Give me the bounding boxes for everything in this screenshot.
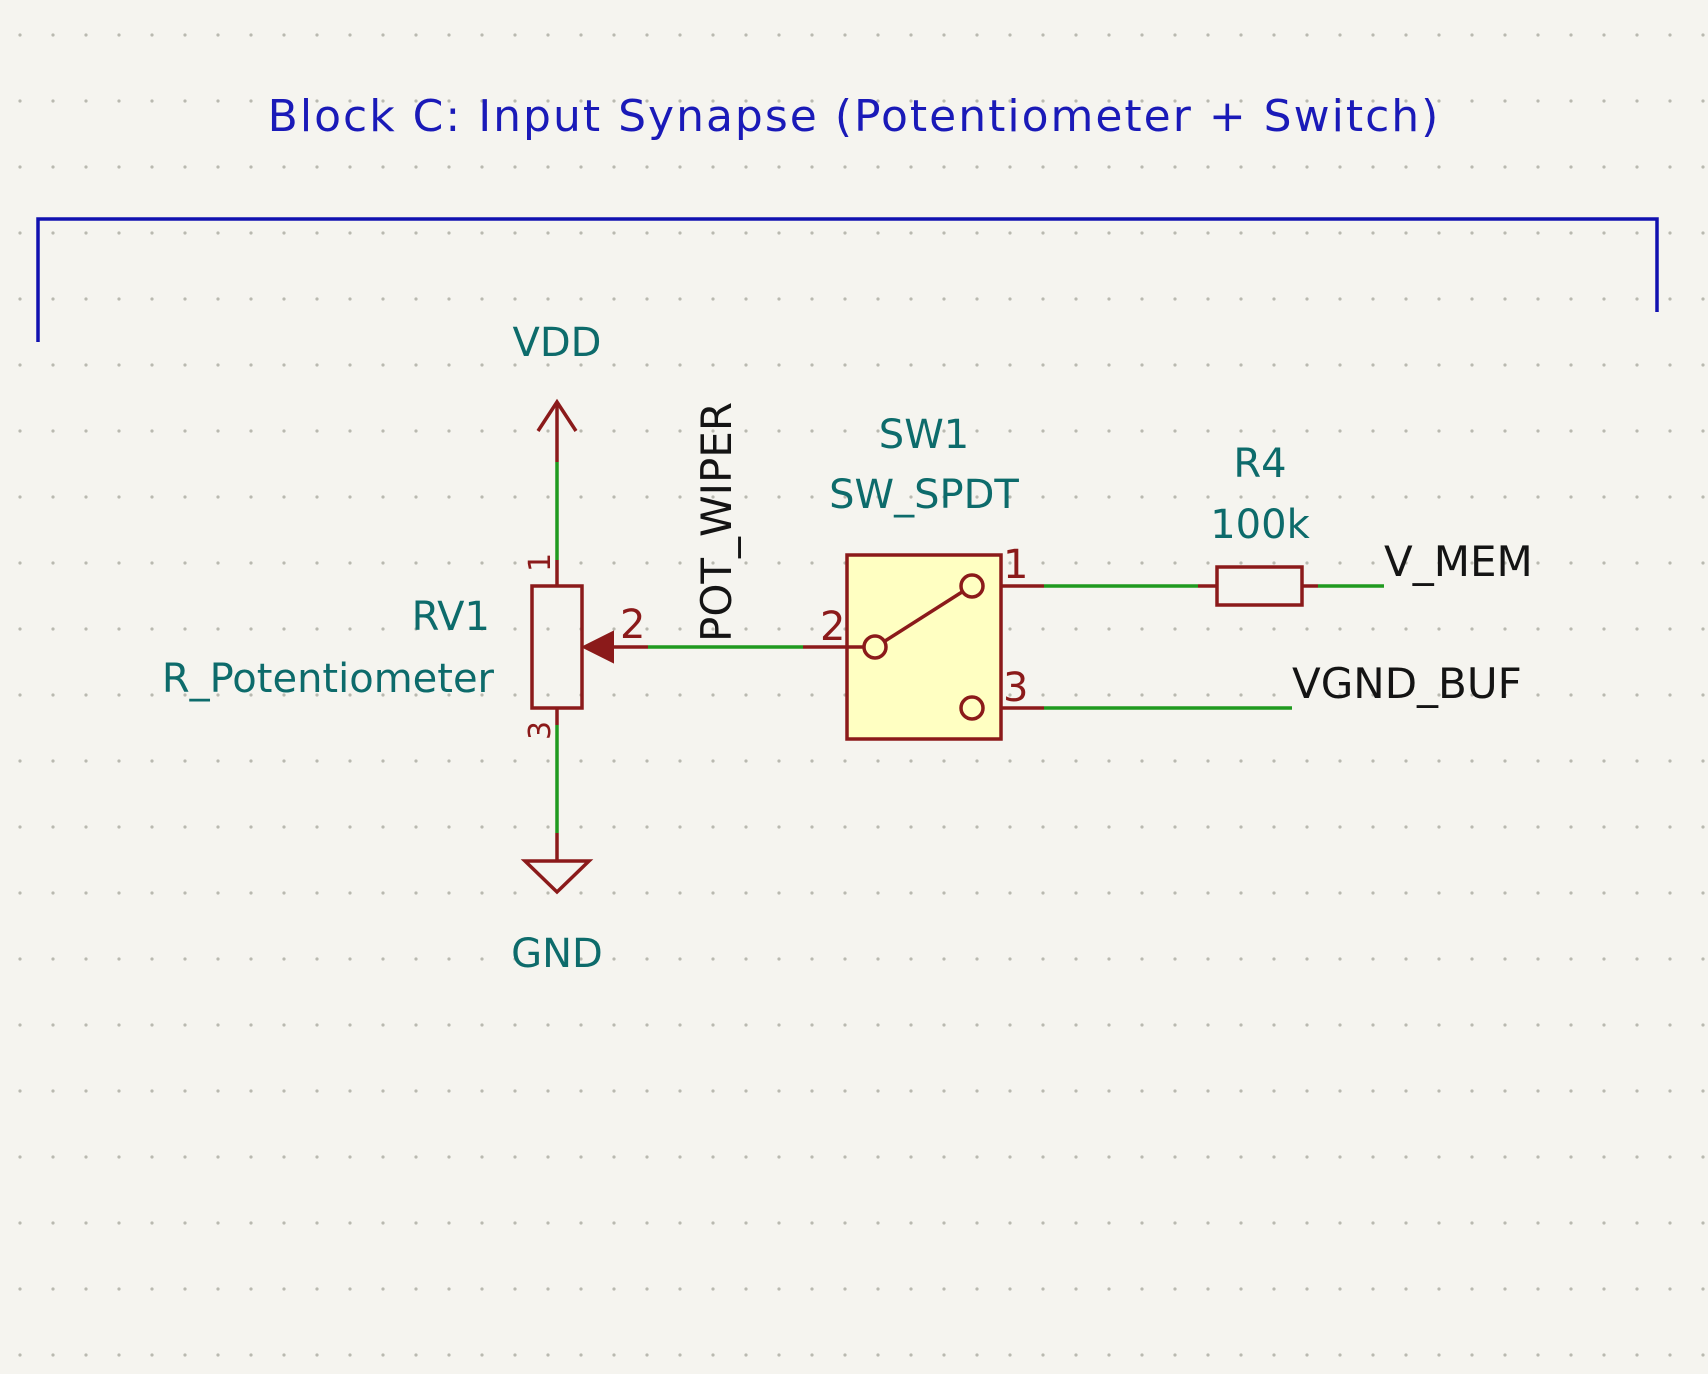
gnd-power-symbol[interactable] xyxy=(520,833,594,895)
vdd-label: VDD xyxy=(513,320,602,366)
block-border xyxy=(36,217,1659,342)
sw1-pin2-number: 2 xyxy=(820,604,845,650)
sw1-spdt-switch[interactable] xyxy=(803,553,1044,741)
gnd-label: GND xyxy=(511,931,603,977)
vdd-power-symbol[interactable] xyxy=(536,398,578,462)
r4-value: 100k xyxy=(1210,502,1310,548)
net-label-v-mem: V_MEM xyxy=(1384,537,1533,586)
grid-dots xyxy=(18,33,1705,1357)
sw1-value: SW_SPDT xyxy=(829,472,1019,518)
net-label-vgnd-buf: VGND_BUF xyxy=(1292,659,1522,708)
rv1-value: R_Potentiometer xyxy=(162,656,495,702)
r4-ref: R4 xyxy=(1233,441,1286,487)
wires xyxy=(555,462,1384,833)
rv1-potentiometer[interactable] xyxy=(530,560,648,725)
r4-resistor[interactable] xyxy=(1198,565,1318,607)
sw1-pin1-number: 1 xyxy=(1003,542,1028,588)
rv1-pin3-number: 3 xyxy=(523,721,558,740)
sheet-title: Block C: Input Synapse (Potentiometer + … xyxy=(268,91,1441,142)
sw1-ref: SW1 xyxy=(879,412,969,458)
rv1-ref: RV1 xyxy=(412,594,490,640)
rv1-pin1-number: 1 xyxy=(523,553,558,572)
sw1-pin3-number: 3 xyxy=(1003,665,1028,711)
wiper-arrow-icon xyxy=(580,630,614,664)
net-label-pot-wiper: POT_WIPER xyxy=(692,402,741,642)
rv1-pin2-number: 2 xyxy=(620,602,645,648)
